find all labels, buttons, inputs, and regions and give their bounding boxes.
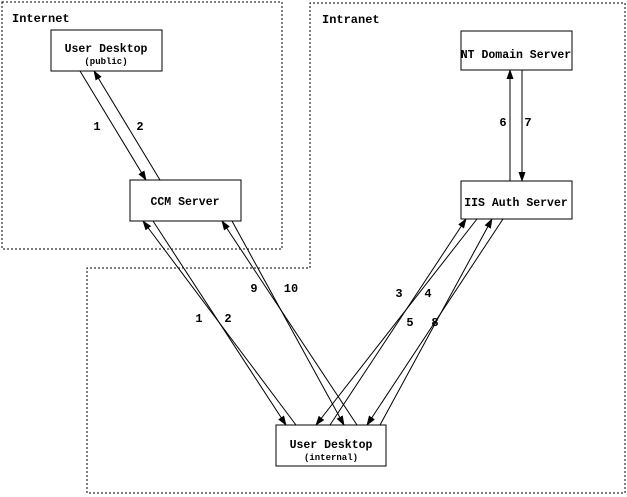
- edge-ccm-to-internal-10: 10: [231, 220, 345, 426]
- nt-domain-server-box: [460, 30, 573, 71]
- intranet-zone-label: Intranet: [322, 13, 380, 27]
- ccm-server-label: CCM Server: [150, 196, 219, 209]
- user-desktop-internal-box: [275, 424, 387, 467]
- edge-ccm-to-internal-2: 2: [152, 220, 287, 426]
- edge-label-1-bottom: 1: [195, 312, 202, 326]
- edge-iis-to-internal-8: 8: [366, 218, 504, 426]
- zone-intranet: Intranet: [86, 2, 626, 494]
- user-desktop-public-box: [50, 29, 163, 72]
- edge-label-5: 5: [406, 316, 413, 330]
- arrow-line-5: [379, 218, 493, 426]
- internet-zone-border: [1, 1, 283, 250]
- node-user-desktop-public: User Desktop (public): [50, 29, 163, 72]
- edge-label-2-top: 2: [136, 120, 143, 134]
- node-iis-auth-server: IIS Auth Server: [460, 180, 573, 220]
- arrow-line-8: [366, 218, 504, 426]
- arrow-line-1-top: [79, 70, 147, 181]
- edge-label-10: 10: [284, 282, 298, 296]
- edge-iis-to-internal-4: 4: [315, 218, 478, 426]
- edge-label-1-top: 1: [93, 120, 100, 134]
- zone-internet: Internet: [1, 1, 283, 250]
- edge-label-6: 6: [499, 116, 506, 130]
- user-desktop-public-sublabel: (public): [84, 57, 127, 67]
- node-user-desktop-internal: User Desktop (internal): [275, 424, 387, 467]
- arrow-line-9: [221, 220, 358, 426]
- arrow-line-2-bottom: [152, 220, 287, 426]
- intranet-zone-border: [86, 2, 626, 494]
- user-desktop-public-label: User Desktop: [65, 43, 148, 56]
- edge-internal-to-ccm-9: 9: [221, 220, 358, 426]
- edge-nt-to-iis-7: 7: [518, 70, 532, 182]
- internet-zone-label: Internet: [12, 12, 70, 26]
- node-ccm-server: CCM Server: [129, 179, 242, 222]
- ccm-server-box: [129, 179, 242, 222]
- iis-auth-server-box: [460, 180, 573, 220]
- edge-label-2-bottom: 2: [224, 312, 231, 326]
- edge-iis-to-nt-6: 6: [499, 69, 514, 181]
- edge-label-4: 4: [424, 287, 431, 301]
- arrow-line-10: [231, 220, 345, 426]
- arrow-line-4: [315, 218, 478, 426]
- user-desktop-internal-sublabel: (internal): [304, 453, 358, 463]
- arrow-line-3: [329, 218, 467, 426]
- node-nt-domain-server: NT Domain Server: [460, 30, 573, 71]
- edge-internal-to-iis-5: 5: [379, 218, 493, 426]
- edge-label-8: 8: [431, 316, 438, 330]
- iis-auth-server-label: IIS Auth Server: [464, 197, 568, 210]
- edge-public-to-ccm: 1: [79, 70, 147, 181]
- nt-domain-server-label: NT Domain Server: [461, 49, 572, 62]
- edge-label-3: 3: [395, 287, 402, 301]
- arrow-line-2-top: [93, 70, 161, 181]
- edge-label-9: 9: [250, 282, 257, 296]
- edge-label-7: 7: [524, 116, 531, 130]
- edge-ccm-to-public: 2: [93, 70, 161, 181]
- user-desktop-internal-label: User Desktop: [290, 439, 373, 452]
- edge-internal-to-iis-3: 3: [329, 218, 467, 426]
